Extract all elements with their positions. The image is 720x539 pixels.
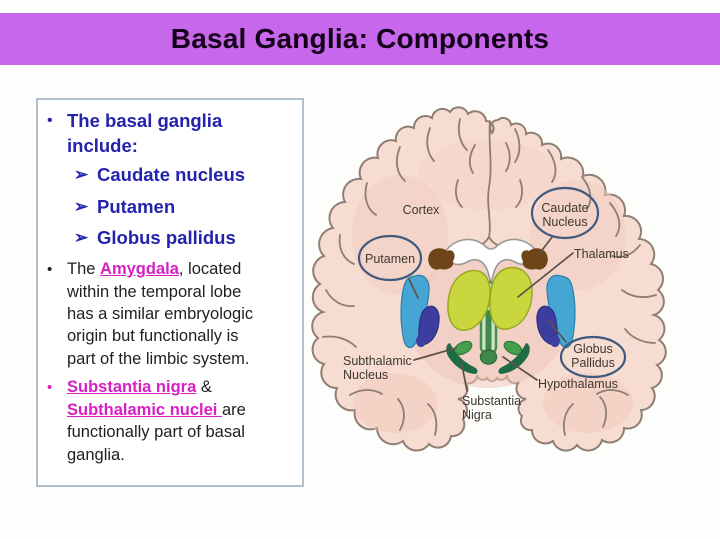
sub-bullet-text: Putamen — [97, 195, 176, 217]
globus-pallidus-shape — [536, 305, 558, 345]
caudate-label: Nucleus — [542, 215, 587, 229]
globus-pallidus-shape — [418, 305, 440, 345]
substantia-label: Nigra — [462, 408, 492, 422]
bullet-marker: • — [47, 379, 53, 397]
bullet1-text: The basal ganglia include: — [67, 110, 223, 156]
globus-label-circle — [559, 335, 627, 379]
pointer-lines — [408, 235, 574, 392]
amygdala-link[interactable]: Amygdala — [100, 260, 179, 279]
globus-pallidus-shape — [550, 335, 560, 347]
diagram-labels: Cortex Caudate Nucleus Putamen Thalamus … — [343, 201, 629, 422]
thalamus-shape — [447, 266, 533, 331]
putamen-pointer-line — [408, 278, 419, 299]
subthalamic-shape — [446, 343, 478, 374]
bullet2-pre: The — [67, 260, 101, 279]
basal-nuclei-right — [498, 248, 576, 374]
substantia-pointer-line — [460, 359, 468, 392]
sub-bullet-caudate: ➢ Caudate nucleus — [74, 163, 296, 188]
slide-title: Basal Ganglia: Components — [170, 23, 550, 54]
subthalamic-nuclei-link[interactable]: Subthalamic nuclei — [67, 400, 222, 419]
hypothalamus-pointer-line — [502, 356, 538, 381]
bullet-item-1: • The basal ganglia include: — [47, 109, 296, 158]
hypothalamus-label: Hypothalamus — [538, 377, 618, 391]
brain-diagram: Cortex Caudate Nucleus Putamen Thalamus … — [311, 106, 667, 452]
putamen-label-circle — [357, 234, 423, 282]
caudate-label: Caudate — [541, 201, 588, 215]
bullet2-post: , located within the temporal lobe has a… — [67, 260, 254, 368]
subthalamic-label: Nucleus — [343, 368, 388, 382]
substantia-label: Substantia — [462, 394, 521, 408]
putamen-label: Putamen — [365, 252, 415, 266]
title-banner: Basal Ganglia: Components — [0, 13, 720, 65]
bullet3-post: are functionally part of basal ganglia. — [67, 400, 246, 464]
bullet-marker: • — [47, 261, 53, 279]
globus-label: Globus — [573, 342, 613, 356]
bullet-marker: • — [47, 112, 53, 129]
subthalamic-shape — [498, 343, 530, 374]
caudate-label-circle — [530, 186, 600, 240]
caudate-shape — [428, 248, 455, 270]
arrow-bullet-icon: ➢ — [74, 196, 89, 216]
basal-nuclei-left — [400, 248, 478, 374]
bullet-textbox: • The basal ganglia include: ➢ Caudate n… — [36, 98, 304, 487]
globus-label: Pallidus — [571, 356, 615, 370]
sub-bullet-globus: ➢ Globus pallidus — [74, 226, 296, 251]
sub-bullet-text: Caudate nucleus — [97, 164, 246, 186]
globus-pallidus-shape — [416, 335, 426, 347]
caudate-shape — [521, 248, 548, 270]
arrow-bullet-icon: ➢ — [74, 165, 89, 185]
caudate-pointer-line — [538, 235, 554, 255]
sub-bullet-putamen: ➢ Putamen — [74, 195, 296, 220]
bullet2-text: The Amygdala, located within the tempora… — [67, 258, 296, 370]
globus-pointer-line — [548, 320, 567, 343]
sub-bullet-text: Globus pallidus — [97, 227, 236, 249]
substantia-nigra-link[interactable]: Substantia nigra — [67, 378, 197, 397]
bullet-item-2: • The Amygdala, located within the tempo… — [47, 258, 296, 370]
cortex-label: Cortex — [403, 203, 441, 217]
bullet-item-3: • Substantia nigra & Subthalamic nuclei … — [47, 376, 296, 466]
thalamus-pointer-line — [517, 252, 574, 298]
putamen-shape — [400, 274, 430, 349]
gyri-lines — [322, 118, 657, 436]
subthalamic-pointer-line — [413, 347, 457, 361]
bullet3-text: Substantia nigra & Subthalamic nuclei ar… — [67, 376, 296, 466]
subthalamic-label: Subthalamic — [343, 354, 412, 368]
arrow-bullet-icon: ➢ — [74, 228, 89, 248]
bullet3-mid: & — [200, 378, 212, 397]
thalamus-label: Thalamus — [574, 247, 629, 261]
putamen-shape — [546, 274, 576, 349]
